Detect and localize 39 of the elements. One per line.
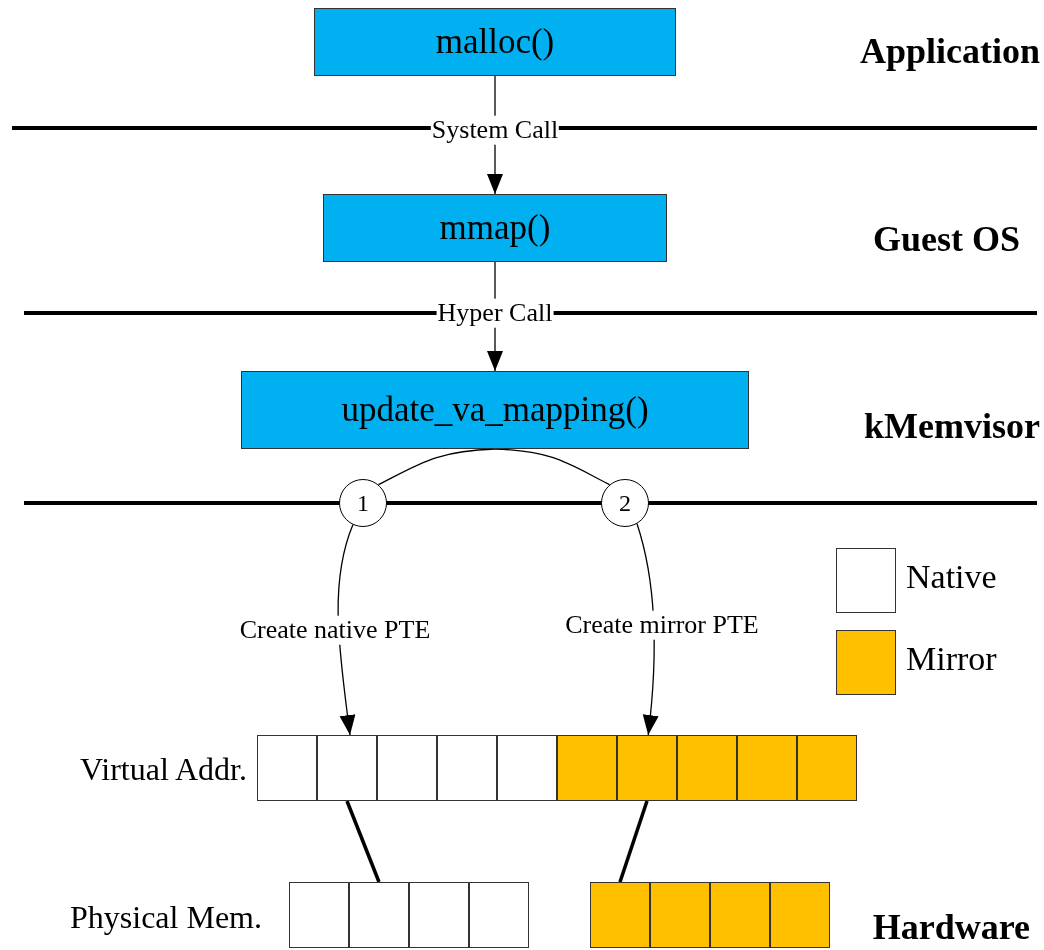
connector-line <box>377 448 496 486</box>
connector-line <box>494 448 611 486</box>
memory-cell <box>377 735 437 801</box>
layer-label: Hardware <box>872 906 1030 949</box>
memory-cell <box>437 735 497 801</box>
memory-cell <box>797 735 857 801</box>
numbered-circle: 2 <box>601 479 649 527</box>
memory-cell <box>289 882 349 948</box>
memory-cell <box>497 735 557 801</box>
edge-label: Hyper Call <box>436 298 554 328</box>
layer-label: Application <box>859 30 1040 73</box>
row-label: Physical Mem. <box>70 898 262 936</box>
memory-cell <box>469 882 529 948</box>
memory-cell <box>257 735 317 801</box>
layer-label: Guest OS <box>872 218 1020 261</box>
memory-cell <box>590 882 650 948</box>
memory-cell <box>710 882 770 948</box>
memory-cell <box>557 735 617 801</box>
connector-line <box>345 800 381 883</box>
memory-cell <box>650 882 710 948</box>
edge-label: Create native PTE <box>238 615 432 645</box>
memory-cell <box>677 735 737 801</box>
memory-cell <box>317 735 377 801</box>
row-label: Virtual Addr. <box>80 750 247 788</box>
legend-text: Native <box>906 558 997 596</box>
function-box: mmap() <box>323 194 667 262</box>
memory-cell <box>349 882 409 948</box>
memory-cell <box>409 882 469 948</box>
function-box: malloc() <box>314 8 676 76</box>
memory-cell <box>617 735 677 801</box>
layer-label: kMemvisor <box>864 405 1040 448</box>
legend-text: Mirror <box>906 640 997 678</box>
edge-label: System Call <box>430 115 560 145</box>
numbered-circle: 1 <box>339 479 387 527</box>
memory-cell <box>770 882 830 948</box>
connector-line <box>618 800 649 883</box>
function-box: update_va_mapping() <box>241 371 749 449</box>
edge-label: Create mirror PTE <box>564 610 760 640</box>
memory-cell <box>737 735 797 801</box>
